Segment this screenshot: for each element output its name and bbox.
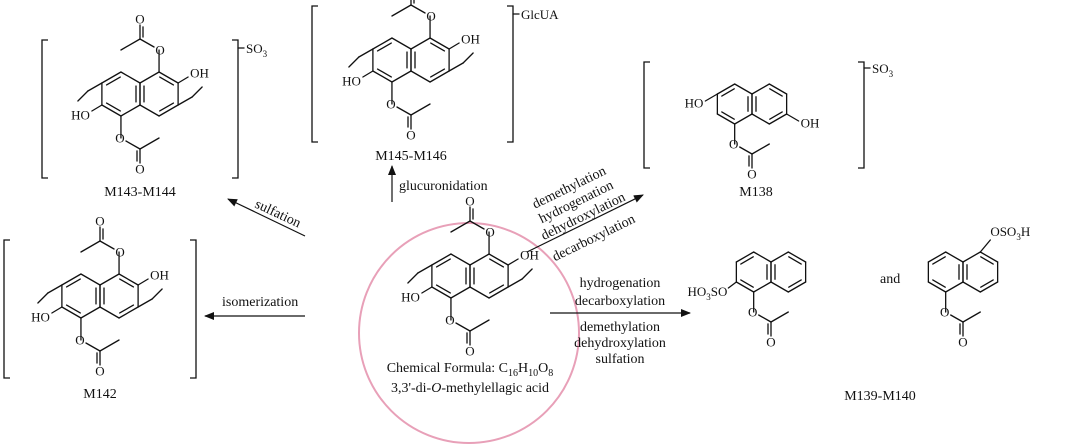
m139-step-sulfation: sulfation — [596, 352, 645, 367]
hydroxyl-group: OH — [150, 268, 169, 283]
sulfate-group: HO3SO — [687, 284, 727, 302]
carbonyl-oxygen: O — [766, 335, 775, 350]
carbonyl-oxygen: O — [406, 128, 415, 143]
m143-brackets — [41, 39, 239, 179]
ring-oxygen: O — [940, 305, 949, 320]
ring-oxygen: O — [115, 131, 124, 146]
carbonyl-oxygen: O — [95, 214, 104, 229]
m145-glcua-group: GlcUA — [521, 7, 559, 22]
ring-oxygen: O — [426, 9, 435, 24]
hydroxyl-group: OH — [461, 32, 480, 47]
hydroxyl-group: OH — [520, 248, 539, 263]
m142-structure: O O O O OH HO — [31, 214, 169, 379]
compound-name: 3,3'-di-O-methylellagic acid — [391, 381, 549, 396]
hydroxyl-group: HO — [31, 310, 50, 325]
m138-structure: OO HO OH — [685, 83, 820, 182]
ring-oxygen: O — [155, 43, 164, 58]
carbonyl-oxygen: O — [465, 344, 474, 359]
sulfate-group: OSO3H — [990, 224, 1030, 242]
m145-brackets — [311, 5, 514, 143]
chemical-formula: Chemical Formula: C16H10O8 — [387, 361, 554, 379]
ring-oxygen: O — [386, 97, 395, 112]
carbonyl-oxygen: O — [958, 335, 967, 350]
m140-structure: OO OSO3H — [927, 224, 1030, 350]
ring-oxygen: O — [445, 313, 454, 328]
carbonyl-oxygen: O — [465, 194, 474, 209]
m139-step-decarboxylation: decarboxylation — [575, 294, 665, 309]
m138-brackets — [643, 61, 865, 169]
carbonyl-oxygen: O — [135, 162, 144, 177]
m139-step-dehydroxylation: dehydroxylation — [574, 336, 666, 351]
m139-step-demethylation: demethylation — [580, 320, 660, 335]
m138-label: M138 — [739, 185, 772, 200]
and-connector: and — [880, 272, 900, 287]
hydroxyl-group: HO — [342, 74, 361, 89]
m138-arrow — [526, 194, 644, 253]
sulfation-arrow — [227, 198, 306, 237]
ring-oxygen: O — [115, 245, 124, 260]
carbonyl-oxygen: O — [747, 167, 756, 182]
m138-reaction-steps: demethylation hydrogenation dehydroxylat… — [530, 164, 638, 265]
hydroxyl-group: HO — [71, 108, 90, 123]
ring-oxygen: O — [485, 225, 494, 240]
hydroxyl-group: HO — [685, 96, 704, 111]
m139-label: M139-M140 — [844, 389, 916, 404]
isomerization-label: isomerization — [222, 295, 298, 310]
hydroxyl-group: OH — [190, 66, 209, 81]
hydroxyl-group: OH — [801, 116, 820, 131]
parent-compound-structure: O O O O OH HO — [401, 194, 539, 359]
parent-compound-circle — [358, 222, 580, 444]
glucuronidation-label: glucuronidation — [399, 179, 488, 194]
ring-oxygen: O — [75, 333, 84, 348]
m143-so3-group: SO3 — [246, 41, 268, 59]
carbonyl-oxygen: O — [95, 364, 104, 379]
m143-label: M143-M144 — [104, 185, 176, 200]
m139-step-hydrogenation: hydrogenation — [580, 276, 661, 291]
m138-so3-group: SO3 — [872, 61, 894, 79]
m142-brackets — [3, 239, 197, 379]
m143-m144-structure: O O O O OH HO — [71, 12, 209, 177]
carbonyl-oxygen: O — [135, 12, 144, 27]
m139-structure: OO HO3SO — [687, 251, 807, 350]
m142-label: M142 — [83, 387, 116, 402]
ring-oxygen: O — [729, 137, 738, 152]
ring-oxygen: O — [748, 305, 757, 320]
hydroxyl-group: HO — [401, 290, 420, 305]
m145-label: M145-M146 — [375, 149, 447, 164]
